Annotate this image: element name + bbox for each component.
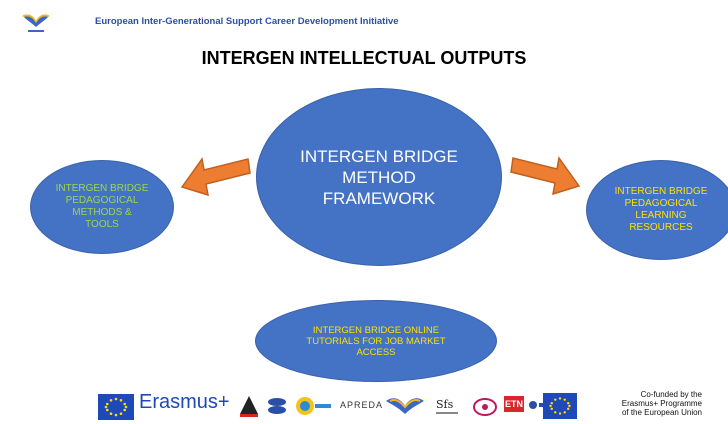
partner-etn-logo: ETN bbox=[504, 396, 524, 412]
partner-logo-icon bbox=[240, 396, 258, 417]
partner-logo-icon bbox=[473, 398, 497, 416]
node-label-line: RESOURCES bbox=[629, 222, 693, 233]
node-label-line: ACCESS bbox=[356, 346, 396, 358]
node-label-line: TUTORIALS FOR JOB MARKET bbox=[306, 335, 446, 347]
cofunded-note: Co-funded by the Erasmus+ Programme of t… bbox=[582, 390, 702, 417]
node-label-line: INTERGEN BRIDGE bbox=[55, 183, 149, 194]
partner-apreda-label: APREDA bbox=[340, 400, 384, 410]
cofunded-line: of the European Union bbox=[621, 408, 702, 417]
cofunded-line: Erasmus+ Programme bbox=[621, 399, 702, 408]
node-pedagogical-methods-tools: INTERGEN BRIDGE PEDAGOGICAL METHODS & TO… bbox=[30, 160, 174, 254]
node-label-line: PEDAGOGICAL bbox=[65, 195, 139, 206]
node-label-line: LEARNING bbox=[635, 210, 687, 221]
node-label-line: FRAMEWORK bbox=[322, 188, 436, 208]
node-label-line: INTERGEN BRIDGE bbox=[614, 186, 708, 197]
node-pedagogical-learning-resources: INTERGEN BRIDGE PEDAGOGICAL LEARNING RES… bbox=[586, 160, 728, 260]
eu-flag-icon bbox=[543, 393, 577, 419]
svg-text:Sfs: Sfs bbox=[436, 398, 454, 411]
partner-logo-icon bbox=[268, 398, 286, 414]
eu-flag-icon bbox=[98, 394, 134, 420]
intergen-logo-icon bbox=[20, 10, 52, 36]
node-label-line: METHODS & bbox=[72, 207, 132, 218]
intergen-partner-logo-icon bbox=[386, 398, 424, 414]
node-label-line: INTERGEN BRIDGE ONLINE bbox=[312, 324, 440, 336]
node-label-line: PEDAGOGICAL bbox=[624, 198, 698, 209]
node-online-tutorials: INTERGEN BRIDGE ONLINE TUTORIALS FOR JOB… bbox=[255, 300, 497, 382]
node-label-line: TOOLS bbox=[85, 219, 119, 230]
node-method-framework: INTERGEN BRIDGE METHOD FRAMEWORK bbox=[256, 88, 502, 266]
cofunded-line: Co-funded by the bbox=[640, 390, 702, 399]
partner-logo-icon: Sfs bbox=[436, 398, 458, 414]
node-label-line: INTERGEN BRIDGE bbox=[300, 146, 458, 166]
footer-logos: Erasmus+ APREDA Sfs ETN bbox=[0, 388, 728, 424]
initiative-name: European Inter-Generational Support Care… bbox=[95, 16, 399, 27]
erasmus-label: Erasmus+ bbox=[139, 391, 230, 413]
partner-logo-icon bbox=[296, 397, 331, 415]
page-title: INTERGEN INTELLECTUAL OUTPUTS bbox=[201, 48, 527, 68]
node-label-line: METHOD bbox=[342, 167, 416, 187]
arrow-right-icon bbox=[510, 156, 581, 196]
arrow-left-icon bbox=[180, 157, 251, 197]
